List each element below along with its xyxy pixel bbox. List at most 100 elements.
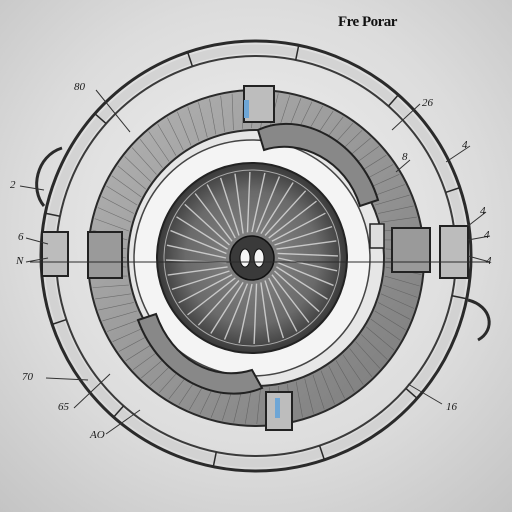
- outer-ring-ticks: [45, 45, 467, 467]
- rotor-fin: [255, 176, 281, 233]
- rotor-fin: [210, 282, 244, 334]
- outer-ring-tick: [294, 45, 300, 61]
- rotor-fin: [184, 203, 230, 246]
- housing-stripe: [320, 370, 335, 405]
- outer-ring-tick: [318, 445, 326, 461]
- hub-hole-left: [239, 248, 251, 268]
- rotor-hub: [229, 235, 275, 281]
- rotor-fin: [260, 282, 270, 343]
- housing-stripe: [304, 378, 314, 414]
- upper-curved-arm: [256, 122, 380, 208]
- housing-stripe: [209, 98, 217, 135]
- housing-stripe: [131, 147, 157, 175]
- housing-stripe: [101, 196, 134, 214]
- callout-label: 65: [58, 401, 69, 413]
- callout-label: 4: [462, 139, 468, 151]
- rotor-fin: [219, 177, 240, 236]
- housing-stripe: [148, 131, 170, 162]
- callout-label: AO: [90, 429, 105, 441]
- housing-stripe: [111, 175, 142, 198]
- leader-lines: [19, 89, 491, 435]
- rotor-fin: [197, 280, 240, 326]
- housing-stripe: [370, 318, 401, 341]
- right-latch: [369, 223, 385, 249]
- rotor-fin: [264, 190, 307, 236]
- housing-stripe: [360, 334, 388, 360]
- housing-stripe: [95, 293, 132, 300]
- right-clamp: [439, 225, 469, 279]
- callout-label: 8: [402, 151, 408, 163]
- housing-stripe: [328, 365, 345, 399]
- housing-stripe: [380, 293, 415, 309]
- housing-stripe: [198, 102, 208, 138]
- outer-ring-tick: [45, 212, 61, 218]
- housing-stripe: [139, 138, 163, 168]
- rotor-fin: [264, 280, 285, 339]
- outer-ring-tick: [212, 451, 218, 467]
- rotor-fin: [171, 270, 230, 291]
- housing-stripe: [98, 302, 134, 311]
- rotor-fin: [246, 171, 251, 233]
- outer-ring-tick: [387, 94, 399, 107]
- housing-stripe: [349, 348, 373, 378]
- rotor-fin: [260, 182, 294, 234]
- rotor-fin: [276, 240, 337, 250]
- lower-curved-arm: [136, 312, 264, 395]
- rotor-fin: [178, 274, 233, 304]
- rotor-fin: [271, 274, 310, 323]
- housing-stripe: [187, 106, 200, 142]
- housing-stripe: [94, 218, 129, 232]
- outer-ring-tick: [51, 318, 67, 326]
- outer-ring-tick: [445, 186, 461, 194]
- rotor-fin: [253, 283, 258, 345]
- housing-stripe: [231, 93, 234, 130]
- rotor-fin: [274, 270, 320, 313]
- rotor-fin: [276, 266, 328, 300]
- outer-ring-tick: [113, 405, 125, 418]
- rotor-fin: [234, 173, 244, 234]
- diagram-title: Fre Porar: [338, 14, 397, 30]
- rotor-rim: [163, 169, 341, 347]
- rotor-fin: [268, 277, 298, 332]
- rotor-fin: [167, 266, 228, 276]
- outer-ring-tick: [451, 294, 467, 300]
- outer-ring-tick: [186, 51, 194, 67]
- housing-stripe: [342, 354, 364, 385]
- callout-label: 6: [18, 231, 24, 243]
- housing-stripe: [97, 207, 132, 223]
- housing-stripe: [374, 194, 410, 206]
- housing-stripe: [220, 95, 225, 132]
- callout-label: 26: [422, 97, 433, 109]
- rotor-fin: [251, 172, 266, 233]
- rotor-fin: [268, 200, 317, 239]
- housing-stripe: [177, 111, 192, 146]
- rotor-fin: [194, 193, 233, 242]
- rotor-fin: [176, 216, 228, 250]
- housing-stripe: [384, 275, 420, 287]
- rotor-fin: [271, 212, 326, 242]
- housing-stripe: [117, 165, 146, 190]
- callout-label: 4: [486, 255, 492, 267]
- rotor-fin: [206, 184, 236, 239]
- housing-stripe: [295, 381, 303, 418]
- rotor-fin: [238, 283, 253, 344]
- housing-stripe: [374, 310, 406, 331]
- callout-label: 16: [446, 401, 457, 413]
- rotor-fin: [166, 244, 227, 259]
- housing-stripe: [335, 360, 355, 392]
- housing-stripe: [92, 284, 129, 288]
- left-inner-block: [87, 231, 123, 279]
- rotor-fins: [165, 171, 339, 345]
- housing-stripe: [256, 387, 261, 425]
- left-handle: [35, 146, 63, 207]
- housing-stripe: [244, 387, 252, 424]
- callout-label: 70: [22, 371, 33, 383]
- housing-stripe: [124, 156, 152, 182]
- right-inner-block: [391, 227, 431, 273]
- housing-stripe: [102, 310, 138, 322]
- right-handle: [467, 298, 491, 342]
- bottom-connector-blue: [275, 398, 280, 418]
- housing-stripe: [157, 124, 177, 156]
- housing-stripe: [380, 216, 417, 223]
